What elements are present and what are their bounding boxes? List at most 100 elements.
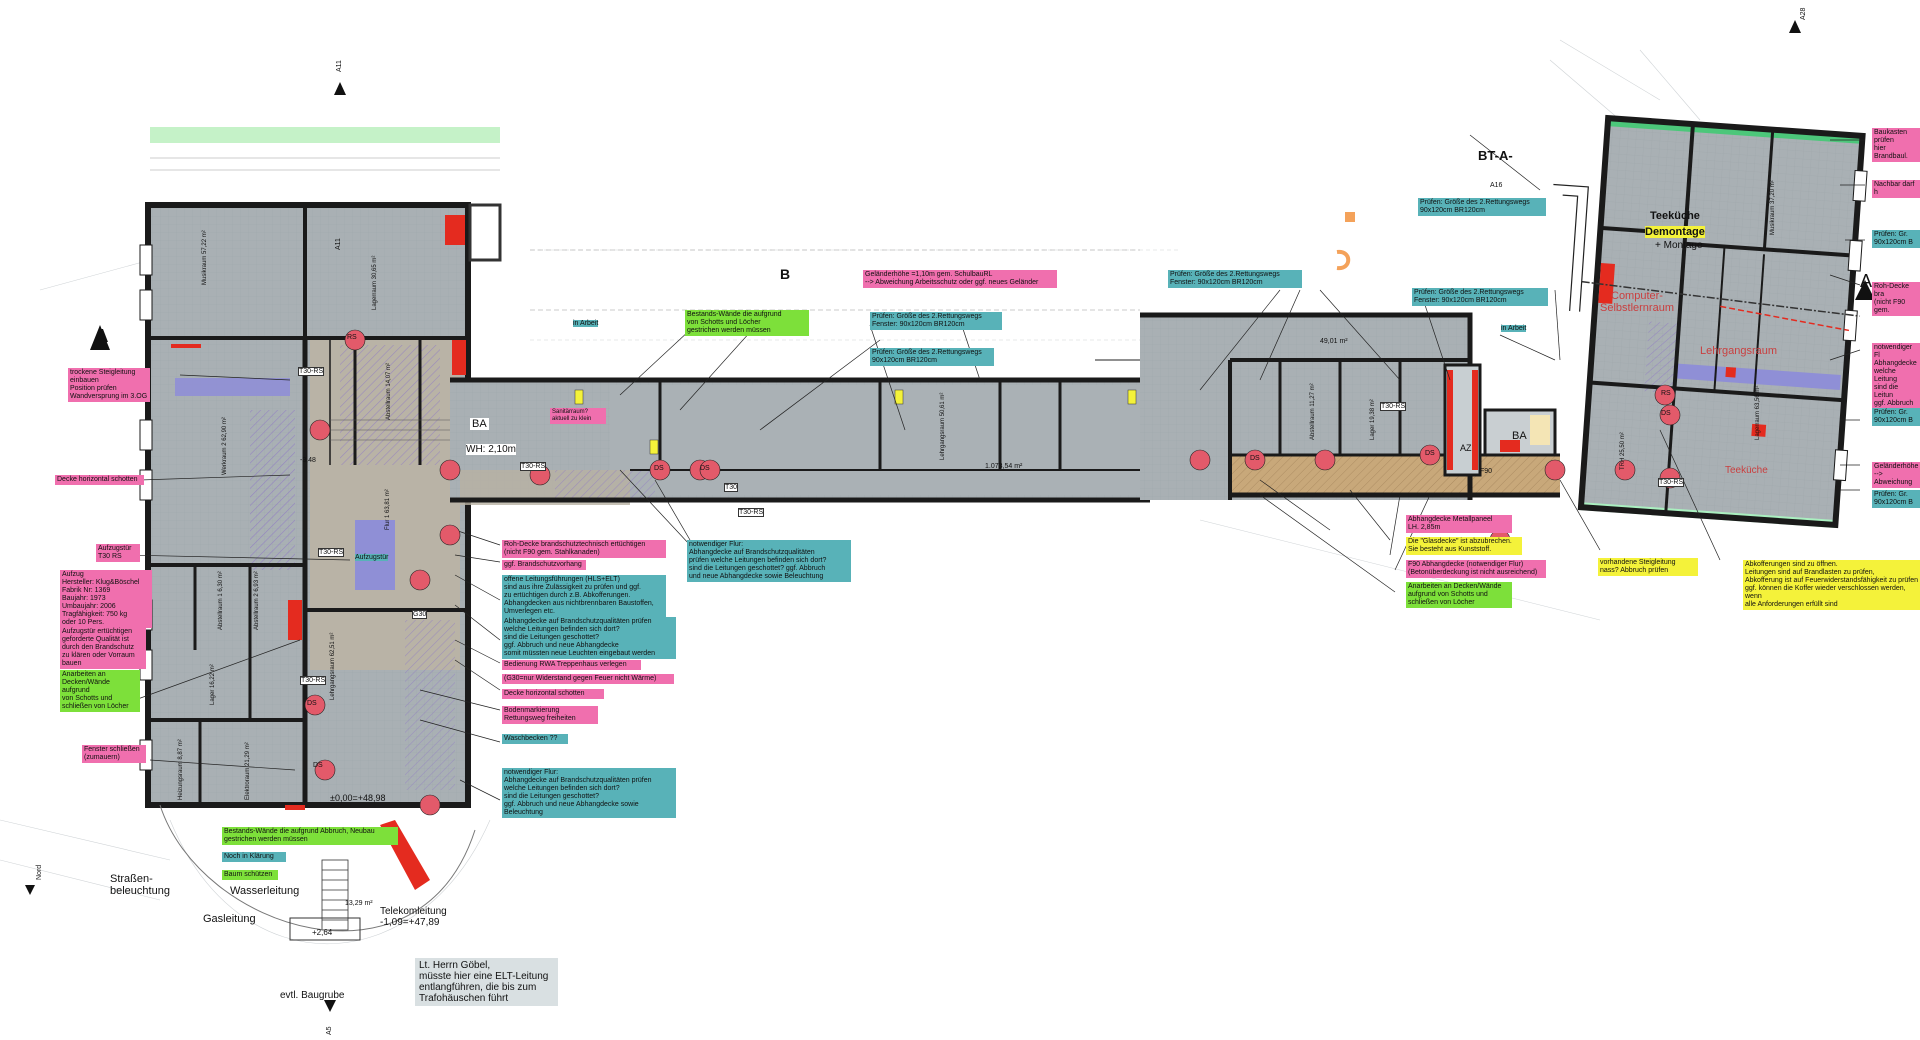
door-label-ds: DS <box>1661 410 1671 417</box>
note-notwendiger-flur-bottom: notwendiger Flur: Abhangdecke auf Brands… <box>502 768 676 818</box>
middle-wing <box>450 249 1152 505</box>
room-label-montage: + Montage <box>1655 240 1703 251</box>
label-a11: A11 <box>335 238 342 250</box>
note-notwendiger-flur-top: notwendiger Flur: Abhangdecke auf Brands… <box>687 540 851 582</box>
note-steigleitung-nass: vorhandene Steigleitung nass? Abbruch pr… <box>1598 558 1698 576</box>
note-anarbeiten-right: Anarbeiten an Decken/Wände aufgrund von … <box>1406 582 1512 608</box>
label-a11: A11 <box>336 60 343 72</box>
note-edge-gelaender: Geländerhöhe --> Abweichung <box>1872 462 1920 488</box>
label-a28: A28 <box>1800 7 1807 20</box>
axis-label-a-left: A <box>96 326 109 346</box>
label-in-arbeit-right: in Arbeit <box>1501 325 1527 332</box>
room-label: Abstellraum 2 6,93 m² <box>254 571 260 630</box>
label-baugrube: evtl. Baugrube <box>280 990 345 1001</box>
note-abhangdecke-pruefen: Abhangdecke auf Brandschutzqualitäten pr… <box>502 617 676 659</box>
note-baum-schuetzen: Baum schützen <box>222 870 278 880</box>
note-bestandswaende-schotts: Bestands-Wände die aufgrund von Schotts … <box>685 310 809 336</box>
label-nord: Nord <box>36 864 43 880</box>
door-label-az: AZ <box>1460 443 1472 453</box>
note-gelaenderhoehe: Geländerhöhe =1,10m gem. SchulbauRL --> … <box>863 270 1057 288</box>
label-a5: A5 <box>326 1026 333 1035</box>
note-anarbeiten-left: Anarbeiten an Decken/Wände aufgrund von … <box>60 670 140 712</box>
axis-markers <box>25 20 1875 1012</box>
room-label: Lagerraum 30,65 m² <box>372 255 378 310</box>
room-label: Lehrgangsraum 62,51 m² <box>330 632 336 700</box>
note-rettungsweg-center: Prüfen: Größe des 2.Rettungswegs Fenster… <box>870 312 1002 330</box>
axis-label-a-right: A <box>1860 271 1873 291</box>
label-a16: A16 <box>1490 182 1503 189</box>
note-elt-leitung: Lt. Herrn Göbel, müsste hier eine ELT-Le… <box>415 958 558 1006</box>
room-label: Musikraum 57,22 m² <box>202 230 208 285</box>
room-label: Abstellraum 11,27 m² <box>1310 383 1316 440</box>
label-gas: Gasleitung <box>203 913 256 925</box>
room-label: Lehrgangsraum 50,61 m² <box>940 392 946 460</box>
note-brandschutzvorhang: ggf. Brandschutzvorhang <box>502 560 586 570</box>
room-label-ba-left: BA <box>470 418 489 430</box>
note-fenster-schliessen: Fenster schließen (zumauern) <box>82 745 146 763</box>
room-label: Werkraum 2 62,90 m² <box>222 417 228 475</box>
note-aufzugstuer: Aufzugstür T30 RS <box>96 544 140 562</box>
note-rettungsweg-center-2: Prüfen: Größe des 2.Rettungswegs 90x120c… <box>870 348 994 366</box>
area-corridor: 1.073,54 m² <box>985 463 1023 470</box>
door-label-t30rs: T30-RS <box>1380 402 1407 411</box>
right-middle-wing <box>1140 312 1560 500</box>
room-label: Lagerraum 63,56 m² <box>1755 385 1761 440</box>
note-rettungsweg-right-1: Prüfen: Größe des 2.Rettungswegs Fenster… <box>1168 270 1302 288</box>
note-glasdecke: Die "Glasdecke" ist abzubrechen. Sie bes… <box>1406 537 1522 555</box>
note-edge-nachbar: Nachbar darf h <box>1872 180 1920 198</box>
note-aufzugstuer-ertuechtigen: Aufzugstür ertüchtigen geforderte Qualit… <box>60 627 146 669</box>
note-offene-leitungen: offene Leitungsführungen (HLS+ELT) sind … <box>502 575 666 617</box>
door-label-g30: G30 <box>412 610 428 619</box>
door-label-t30rs: T30-RS <box>300 676 327 685</box>
door-label-t30rs: T30-RS <box>318 548 345 557</box>
note-trockene-steigleitung: trockene Steigleitung einbauen Position … <box>68 368 150 402</box>
note-abkofferungen: Abkofferungen sind zu öffnen. Leitungen … <box>1743 560 1920 610</box>
area-top: 49,01 m² <box>1320 338 1348 345</box>
room-label: Heizungsraum 8,87 m² <box>178 739 184 800</box>
room-label-lehrgang: Lehrgangsraum <box>1700 345 1778 357</box>
label-in-arbeit-left: in Arbeit <box>573 320 599 327</box>
leader-lines <box>124 134 1865 801</box>
room-label: Lager 19,38 m² <box>1370 399 1376 440</box>
area-outside: 13,29 m² <box>345 900 373 907</box>
door-label-t30rs: T30-RS <box>520 462 547 471</box>
axis-label-bt-a: BT-A- <box>1478 148 1513 163</box>
door-label-rs: RS <box>347 334 357 341</box>
right-wing <box>1553 114 1868 529</box>
label-telekom: Telekomleitung -1,09=+47,89 <box>380 906 447 928</box>
door-label-t30rs: T30-RS <box>1658 478 1685 487</box>
note-edge-notwendiger-flur: notwendiger Fl Abhangdecke welche Leitun… <box>1872 343 1920 417</box>
note-bodenmarkierung: Bodenmarkierung Rettungsweg freiheiten <box>502 706 598 724</box>
note-rwa: Bedienung RWA Treppenhaus verlegen <box>502 660 641 670</box>
door-label-rs: RS <box>1661 390 1671 397</box>
level-label: -3,48 <box>300 457 316 464</box>
room-label-teekueche-top: Teeküche <box>1650 210 1700 222</box>
room-label: Musikraum 37,20 m² <box>1770 180 1776 235</box>
note-f90-abhangdecke: F90 Abhangdecke (notwendiger Flur) (Beto… <box>1406 560 1546 578</box>
axis-label-b: B <box>780 266 791 282</box>
note-noch-in-klaerung: Noch in Klärung <box>222 852 286 862</box>
note-decke-schotten-center: Decke horizontal schotten <box>502 689 604 699</box>
elevation-main: ±0,00=+48,98 <box>330 793 386 803</box>
door-label-t30rs: T30-RS <box>738 508 765 517</box>
room-label: Abstellraum 1 6,30 m² <box>218 571 224 630</box>
door-label-t30rs: T30-RS <box>298 367 325 376</box>
note-edge-pruefen-2: Prüfen: Gr. 90x120cm B <box>1872 408 1920 426</box>
note-g30: (G30=nur Widerstand gegen Feuer nicht Wä… <box>502 674 674 684</box>
note-rettungsweg-right-3: Prüfen: Größe des 2.Rettungswegs 90x120c… <box>1418 198 1546 216</box>
room-label: TRH 25,50 m² <box>1620 432 1626 470</box>
door-label-ds: DS <box>1250 455 1260 462</box>
door-label-ds: DS <box>1425 450 1435 457</box>
label-wasser: Wasserleitung <box>230 885 300 897</box>
note-waschbecken: Waschbecken ?? <box>502 734 568 744</box>
note-edge-pruefen-1: Prüfen: Gr. 90x120cm B <box>1872 230 1920 248</box>
door-label-ds: DS <box>313 762 323 769</box>
room-label-teekueche-bottom: Teeküche <box>1725 465 1768 476</box>
note-roh-decke: Roh-Decke brandschutztechnisch ertüchtig… <box>502 540 666 558</box>
room-label-ba-right: BA <box>1512 430 1527 442</box>
note-decke-schotten: Decke horizontal schotten <box>55 475 144 485</box>
room-label: Elektroraum 21,29 m² <box>245 742 251 800</box>
door-label-ds: DS <box>700 465 710 472</box>
door-label-ds: DS <box>654 465 664 472</box>
